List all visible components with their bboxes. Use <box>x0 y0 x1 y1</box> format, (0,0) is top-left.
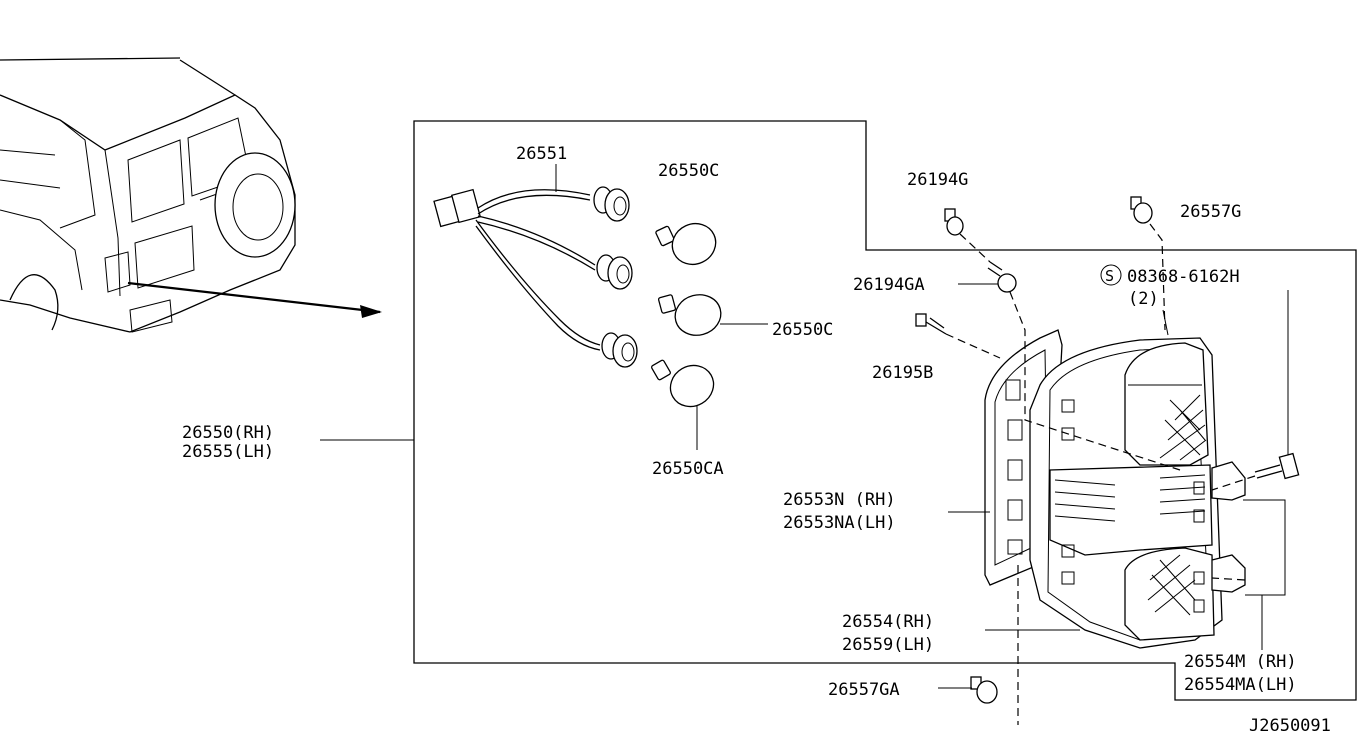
label-housing-lh: 26559(LH) <box>842 635 934 655</box>
screw-26195b <box>915 313 947 335</box>
label-gasket-lh: 26553NA(LH) <box>783 513 896 533</box>
grommet-26557ga <box>938 676 998 704</box>
label-lens-rh: 26554M (RH) <box>1184 652 1297 672</box>
bulb-26550ca <box>651 359 715 450</box>
label-clip-ga: 26194GA <box>853 275 925 295</box>
label-harness: 26551 <box>516 144 567 164</box>
label-bulb-ca: 26550CA <box>652 459 724 479</box>
label-assy-rh: 26550(RH) <box>182 423 274 443</box>
dash-bolt-lower <box>1211 577 1246 581</box>
label-bolt-symbol: S <box>1105 267 1114 285</box>
label-grommet-ga: 26557GA <box>828 680 900 700</box>
dash-clip-g <box>959 233 991 263</box>
bulb-26550c-top <box>655 222 717 266</box>
socket-harness <box>433 186 638 368</box>
label-grommet-g: 26557G <box>1180 202 1241 222</box>
leader-housing-top <box>1162 309 1169 336</box>
label-bulb-c-top: 26550C <box>658 161 719 181</box>
leader-lens <box>1243 499 1286 596</box>
vehicle-rear-illustration <box>0 57 382 333</box>
label-lens-lh: 26554MA(LH) <box>1184 675 1297 695</box>
label-housing-rh: 26554(RH) <box>842 612 934 632</box>
label-assy-lh: 26555(LH) <box>182 442 274 462</box>
label-bolt-part: 08368-6162H <box>1127 267 1240 287</box>
bolt-08368 <box>1254 452 1300 480</box>
clip-26194ga <box>987 261 1017 293</box>
dash-screw-b <box>945 333 1001 359</box>
grommet-26557g <box>1130 196 1153 224</box>
dash-grommet-g <box>1149 223 1166 331</box>
label-bulb-c-mid: 26550C <box>772 320 833 340</box>
clip-26194g <box>944 208 964 236</box>
bolt-symbol-circle <box>1100 264 1122 286</box>
lamp-housing <box>985 337 1246 649</box>
label-clip-g: 26194G <box>907 170 968 190</box>
assembly-boundary <box>413 120 1357 701</box>
label-gasket-rh: 26553N (RH) <box>783 490 896 510</box>
dash-clip-ga <box>1009 291 1181 471</box>
dash-bolt <box>1211 475 1256 491</box>
bulb-26550c-mid <box>657 294 768 336</box>
diagram-code: J2650091 <box>1249 716 1331 736</box>
label-screw-b: 26195B <box>872 363 933 383</box>
label-bolt-qty: (2) <box>1128 289 1159 309</box>
